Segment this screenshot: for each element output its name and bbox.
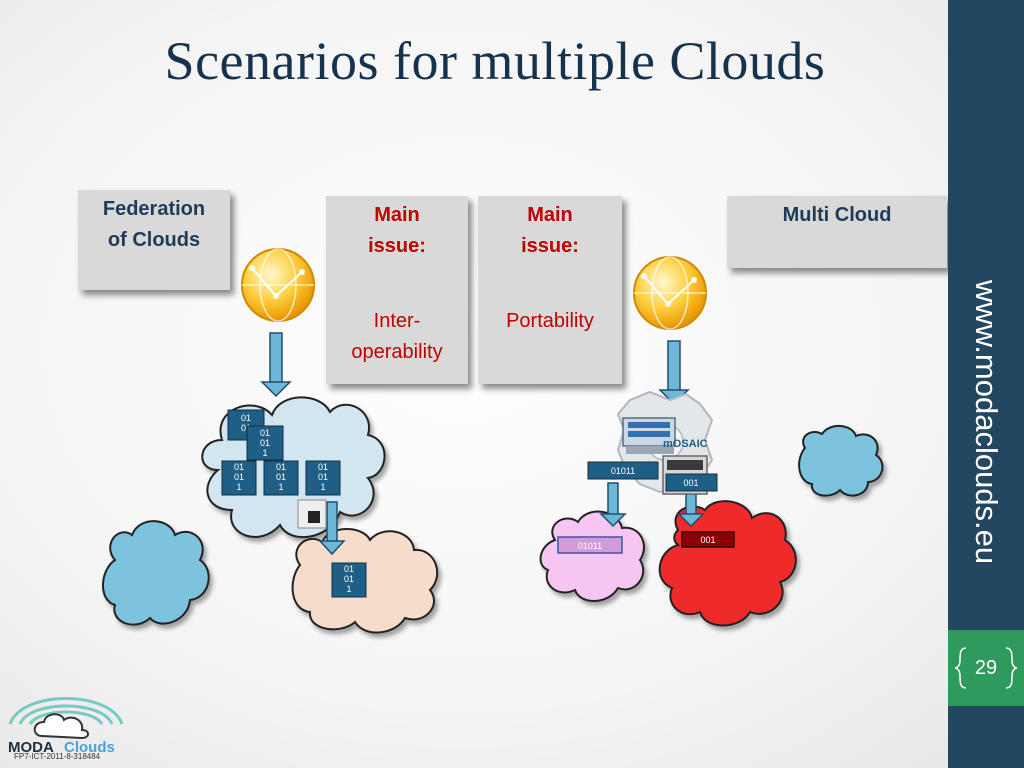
- svg-text:1: 1: [320, 482, 325, 492]
- svg-text:01: 01: [234, 472, 244, 482]
- binary-tile-small-2: 01 01 1: [246, 425, 284, 461]
- svg-text:01011: 01011: [578, 541, 602, 551]
- svg-text:01: 01: [276, 472, 286, 482]
- arrow-down-icon-cloud-transfer: [318, 501, 346, 556]
- svg-text:01: 01: [260, 438, 270, 448]
- svg-text:01: 01: [260, 428, 270, 438]
- label-tile-01011: 01011: [587, 461, 659, 480]
- server-icon-federation: [297, 499, 327, 529]
- svg-text:001: 001: [683, 478, 698, 488]
- arrow-down-icon-left: [260, 332, 292, 398]
- portability-label: Portability: [506, 310, 594, 332]
- binary-tile-1: 01 01 1: [221, 460, 257, 496]
- svg-text:01: 01: [318, 462, 328, 472]
- binary-tile-3: 01 01 1: [305, 460, 341, 496]
- globe-icon-right: [633, 256, 707, 330]
- interoperability-card: Main issue: Inter-operability: [326, 196, 468, 384]
- svg-text:01011: 01011: [611, 466, 635, 476]
- logo-clouds-text: Clouds: [64, 739, 115, 756]
- website-url: www.modaclouds.eu: [969, 279, 1005, 565]
- arrow-down-icon-right: [658, 340, 690, 406]
- portability-card: Main issue: Portability: [478, 196, 622, 384]
- main-issue-heading-1: Main issue:: [368, 204, 426, 257]
- federation-card: Federation of Clouds: [78, 190, 230, 290]
- multi-cloud-label: Multi Cloud: [782, 204, 892, 226]
- cloud-diagram: 01 01 01 01 1 01 01 1 01 01 1 01 01 1 01…: [8, 248, 884, 756]
- slide-title: Scenarios for multiple Clouds: [164, 31, 826, 91]
- svg-text:01: 01: [241, 413, 251, 423]
- label-tile-red: 001: [681, 531, 735, 548]
- federation-label: Federation of Clouds: [102, 198, 206, 251]
- modaclouds-logo: MODA Clouds: [8, 697, 124, 756]
- cloud-icon-pink: [539, 510, 645, 602]
- label-tile-pink: 01011: [557, 536, 623, 554]
- svg-text:01: 01: [234, 462, 244, 472]
- svg-text:01: 01: [276, 462, 286, 472]
- svg-text:01: 01: [344, 574, 354, 584]
- cloud-icon-blue-right: [798, 425, 884, 497]
- page-number: 29: [974, 656, 998, 679]
- label-tile-001: 001: [665, 473, 718, 492]
- page-number-box: 29: [948, 630, 1024, 706]
- main-issue-heading-2: Main issue:: [521, 204, 579, 257]
- svg-text:1: 1: [262, 448, 267, 458]
- svg-text:01: 01: [318, 472, 328, 482]
- svg-text:01: 01: [344, 564, 354, 574]
- sidebar-url: www.modaclouds.eu: [948, 262, 1024, 582]
- svg-text:1: 1: [236, 482, 241, 492]
- svg-text:01: 01: [241, 423, 251, 433]
- globe-icon-left: [241, 248, 315, 322]
- svg-text:1: 1: [278, 482, 283, 492]
- grant-number: FP7-ICT-2011-8-318484: [14, 752, 101, 761]
- svg-text:1: 1: [346, 584, 351, 594]
- binary-tile-2: 01 01 1: [263, 460, 299, 496]
- brace-icon: [954, 647, 1018, 689]
- binary-tile-small-1: 01 01: [227, 409, 265, 441]
- interoperability-label: Inter-operability: [351, 310, 443, 363]
- mosaic-label: mOSAIC: [663, 438, 708, 450]
- binary-tile-peach: 01 01 1: [331, 562, 367, 598]
- cloud-icon-red: [658, 500, 797, 627]
- svg-text:001: 001: [700, 535, 715, 545]
- arrow-down-icon-to-pink: [599, 482, 627, 528]
- multi-cloud-card: Multi Cloud: [727, 196, 947, 268]
- logo-moda-text: MODA: [8, 739, 54, 756]
- cloud-icon-blue-left: [102, 520, 210, 626]
